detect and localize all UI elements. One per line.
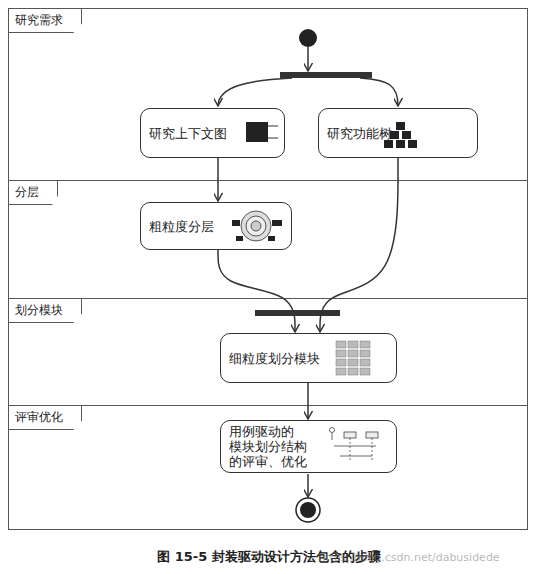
swimlane: 用例驱动的 模块划分结构 的评审、优化 评审优化 <box>8 405 528 530</box>
activity-label: 粗粒度分层 <box>149 219 214 234</box>
control-flow <box>320 158 398 332</box>
swimlane: 细粒度划分模块 划分模块 <box>8 298 528 406</box>
module-grid-icon <box>336 341 370 375</box>
watermark-text: https://blog.csdn.net/dabusidede <box>318 551 500 564</box>
end-node <box>300 502 316 518</box>
flow-line <box>218 78 292 106</box>
layer-icon <box>232 211 282 241</box>
swimlane: 研究上下文图 研究功能树 研究需求 <box>8 8 528 181</box>
watermark: https://blog.csdn.net/dabusidede <box>318 551 500 564</box>
lane-title: 分层 <box>9 181 58 205</box>
tree-icon <box>384 122 417 148</box>
lane-title: 划分模块 <box>9 299 82 323</box>
activity-box: 用例驱动的 模块划分结构 的评审、优化 <box>220 420 397 473</box>
flow-line <box>307 47 309 71</box>
flow-line <box>360 78 398 106</box>
flow-line <box>307 474 309 497</box>
activity-label: 用例驱动的 模块划分结构 的评审、优化 <box>229 424 309 469</box>
control-flow <box>307 383 309 419</box>
control-flow <box>218 250 295 332</box>
join-bar <box>255 310 340 316</box>
control-flow <box>217 158 219 201</box>
activity-label: 细粒度划分模块 <box>229 351 320 366</box>
activity-box: 粗粒度分层 <box>140 202 292 250</box>
activity-label: 研究功能树 <box>327 126 392 141</box>
end-node <box>296 498 320 522</box>
fork-bar <box>280 72 372 78</box>
start-node <box>299 29 317 47</box>
lane-title: 评审优化 <box>9 406 82 430</box>
lane-title: 研究需求 <box>9 9 82 33</box>
activity-label: 研究上下文图 <box>149 126 227 141</box>
swimlane: 粗粒度分层 分层 <box>8 180 528 299</box>
activity-box: 细粒度划分模块 <box>220 333 397 383</box>
context-icon <box>246 122 278 142</box>
activity-box: 研究上下文图 <box>140 108 285 158</box>
usecase-icon <box>330 428 379 463</box>
activity-box: 研究功能树 <box>318 108 478 158</box>
